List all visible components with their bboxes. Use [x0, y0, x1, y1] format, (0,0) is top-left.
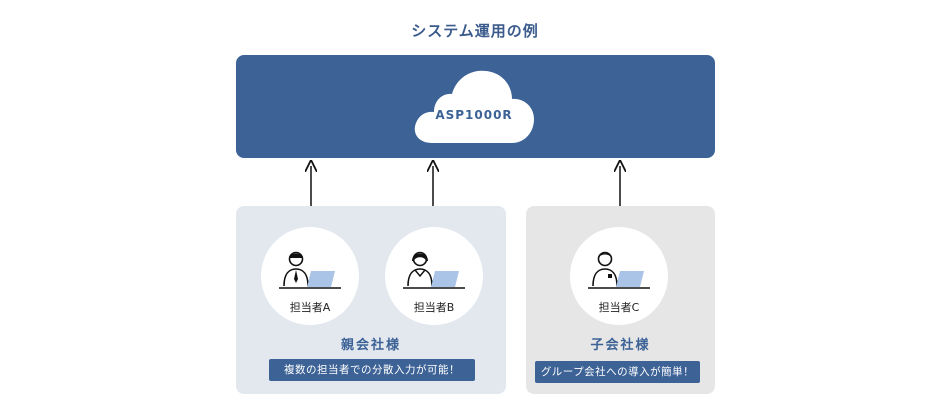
parent-company-name: 親会社様 [340, 338, 401, 353]
parent-company-note: 複数の担当者での分散入力が可能！ [269, 359, 475, 381]
person-label: 担当者B [413, 301, 455, 314]
person-label: 担当者C [598, 301, 640, 314]
person-a: 担当者A [261, 227, 359, 325]
cloud-icon [414, 70, 534, 143]
person-c: 担当者C [570, 227, 668, 325]
system-name: ASP1000R [435, 108, 513, 122]
person-label: 担当者A [289, 301, 331, 314]
person-b: 担当者B [385, 227, 483, 325]
child-company-name: 子会社様 [590, 338, 651, 353]
diagram-title: システム運用の例 [411, 22, 539, 40]
person-at-laptop-icon [403, 251, 465, 289]
child-company-note: グループ会社への導入が簡単！ [535, 361, 700, 383]
person-at-laptop-icon [588, 251, 650, 289]
person-at-laptop-icon [279, 251, 341, 289]
